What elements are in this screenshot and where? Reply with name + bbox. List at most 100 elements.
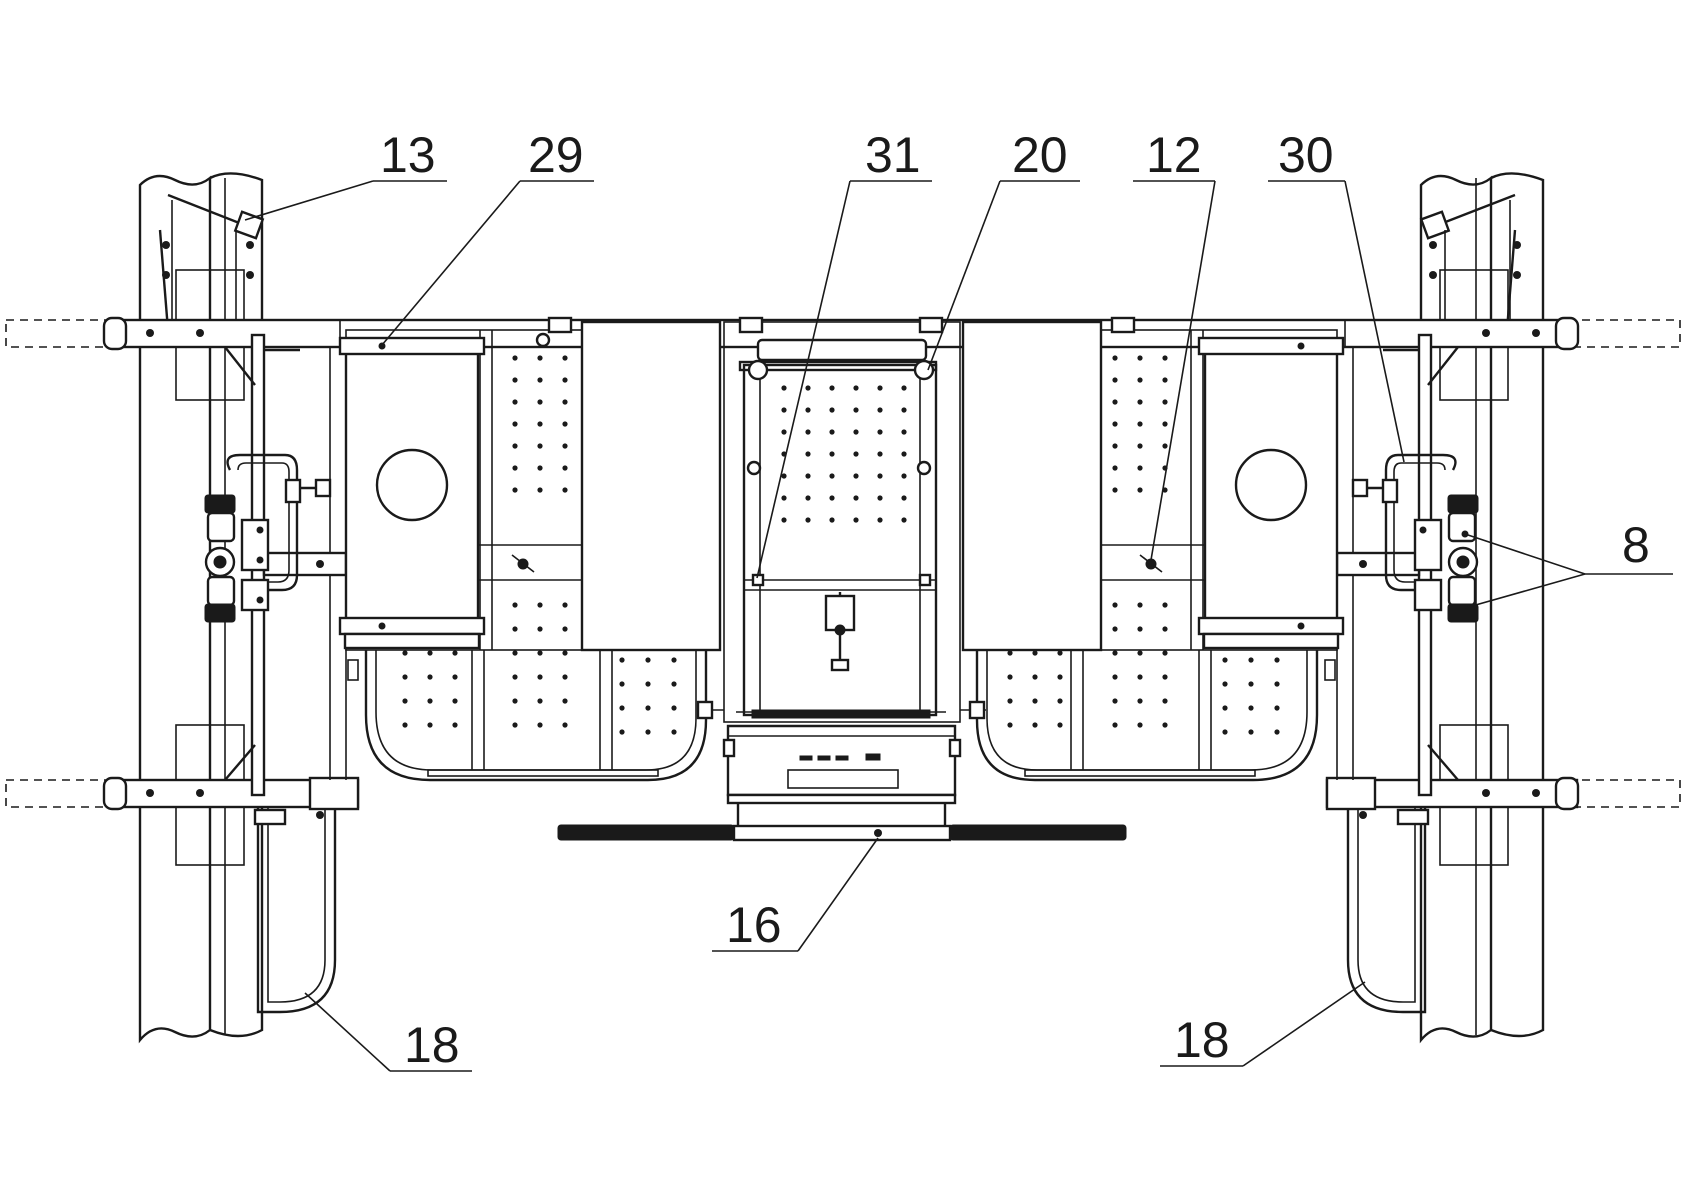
perforation-hole (645, 681, 651, 687)
perforation-hole (781, 429, 787, 435)
perforation-hole (901, 385, 907, 391)
perforation-hole (1112, 399, 1118, 405)
perforation-hole (781, 407, 787, 413)
center-perforation (781, 385, 907, 523)
perforation-hole (877, 495, 883, 501)
perforation-hole (853, 385, 859, 391)
bottom-beams (102, 776, 1580, 811)
base-unit (557, 724, 1127, 842)
perforation-hole (452, 698, 458, 704)
perforation-hole (1112, 487, 1118, 493)
perforation-hole (645, 657, 651, 663)
perforation-hole (562, 355, 568, 361)
perforation-hole (537, 674, 543, 680)
perforation-hole (1248, 729, 1254, 735)
perforation-hole (1137, 674, 1143, 680)
perforation-hole (805, 385, 811, 391)
perforation-hole (1162, 421, 1168, 427)
perforation-hole (829, 495, 835, 501)
perforation-hole (619, 705, 625, 711)
right-motor-box (1197, 336, 1345, 681)
perforation-hole (537, 465, 543, 471)
perforation-hole (619, 681, 625, 687)
perforation-hole (427, 698, 433, 704)
perforation-hole (452, 674, 458, 680)
perforation-hole (1162, 602, 1168, 608)
perforation-hole (1112, 674, 1118, 680)
callout-labels: 13 29 31 20 12 30 8 16 18 18 (380, 127, 1650, 1073)
perforation-hole (562, 487, 568, 493)
perforation-hole (1222, 729, 1228, 735)
perforation-hole (1112, 626, 1118, 632)
perforation-hole (1032, 722, 1038, 728)
perforation-hole (512, 465, 518, 471)
perforation-hole (829, 451, 835, 457)
perforation-hole (1274, 657, 1280, 663)
perforation-hole (853, 429, 859, 435)
perforation-hole (805, 429, 811, 435)
perforation-hole (537, 602, 543, 608)
perforation-hole (805, 407, 811, 413)
perforation-hole (512, 602, 518, 608)
perforation-hole (1007, 674, 1013, 680)
perforation-hole (537, 487, 543, 493)
perforation-hole (562, 421, 568, 427)
perforation-hole (512, 421, 518, 427)
perforation-hole (1032, 674, 1038, 680)
perforation-hole (537, 626, 543, 632)
perforation-hole (562, 674, 568, 680)
perforation-hole (1032, 698, 1038, 704)
perforation-hole (402, 650, 408, 656)
perforation-hole (1112, 650, 1118, 656)
left-clamp-mechanism (204, 453, 332, 623)
callout-20: 20 (1012, 127, 1068, 183)
perforation-hole (562, 698, 568, 704)
right-u-handle (1346, 808, 1430, 1014)
perforation-hole (1162, 377, 1168, 383)
perforation-hole (1057, 674, 1063, 680)
perforation-hole (427, 674, 433, 680)
left-motor-box (338, 336, 486, 681)
perforation-hole (402, 722, 408, 728)
perforation-hole (1162, 722, 1168, 728)
perforation-hole (1222, 681, 1228, 687)
perforation-hole (562, 722, 568, 728)
callout-30: 30 (1278, 127, 1334, 183)
perforation-hole (877, 473, 883, 479)
perforation-hole (901, 517, 907, 523)
perforation-hole (537, 377, 543, 383)
perforation-hole (901, 429, 907, 435)
perforation-hole (853, 517, 859, 523)
perforation-hole (1137, 377, 1143, 383)
perforation-hole (671, 657, 677, 663)
perforation-hole (1007, 698, 1013, 704)
perforation-hole (512, 487, 518, 493)
perforation-hole (671, 705, 677, 711)
perforation-hole (562, 626, 568, 632)
perforation-hole (1248, 681, 1254, 687)
perforation-hole (562, 650, 568, 656)
perforation-hole (1112, 465, 1118, 471)
perforation-hole (853, 451, 859, 457)
callout-16: 16 (726, 897, 782, 953)
perforation-hole (877, 451, 883, 457)
perforation-hole (1112, 443, 1118, 449)
perforation-hole (1112, 698, 1118, 704)
perforation-hole (671, 681, 677, 687)
perforation-hole (1137, 421, 1143, 427)
perforation-hole (829, 385, 835, 391)
perforation-hole (853, 407, 859, 413)
perforation-hole (512, 443, 518, 449)
callout-18-left: 18 (404, 1017, 460, 1073)
perforation-hole (1112, 421, 1118, 427)
perforation-hole (1248, 705, 1254, 711)
perforation-hole (1057, 722, 1063, 728)
central-frame (696, 316, 986, 723)
perforation-hole (562, 443, 568, 449)
perforation-hole (877, 429, 883, 435)
callout-8: 8 (1622, 517, 1650, 573)
perforation-hole (1162, 443, 1168, 449)
callout-13: 13 (380, 127, 436, 183)
perforation-hole (805, 495, 811, 501)
